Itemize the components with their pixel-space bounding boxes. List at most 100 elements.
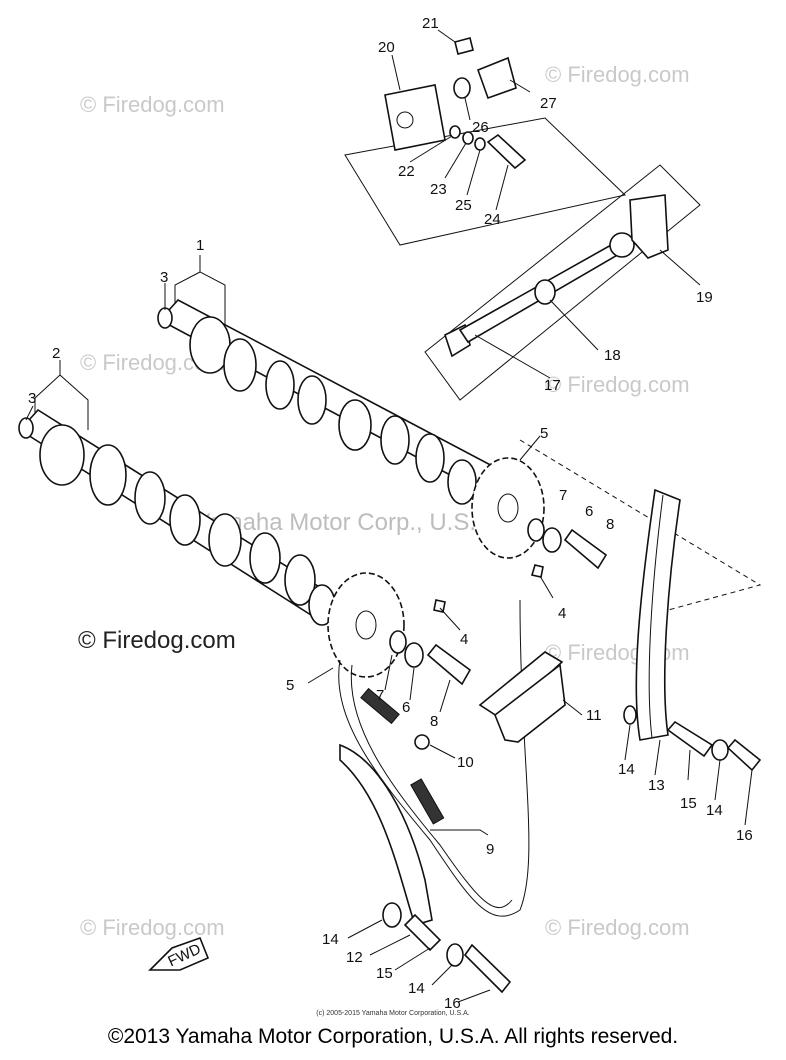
part-number: 26 xyxy=(472,119,489,136)
part-number: 14 xyxy=(706,802,723,819)
part-number: 22 xyxy=(398,163,415,180)
part-number: 13 xyxy=(648,777,665,794)
upper-camshaft-lobe xyxy=(265,360,295,410)
leader xyxy=(429,744,456,759)
lower-washer xyxy=(389,630,407,654)
chain-guide-outline xyxy=(519,439,762,616)
upper-washer xyxy=(527,518,545,542)
part-number: 7 xyxy=(559,487,567,504)
right-guide-rib xyxy=(648,494,664,739)
upper-camshaft xyxy=(157,299,502,505)
leader xyxy=(687,749,691,781)
watermark: © Firedog.com xyxy=(545,372,690,397)
leader xyxy=(624,724,631,761)
part-number: 11 xyxy=(586,707,602,724)
leader xyxy=(437,29,456,43)
right-guide-collar xyxy=(666,720,714,758)
center-chain-guide xyxy=(478,651,566,743)
leader xyxy=(714,759,721,801)
part-number: 6 xyxy=(402,699,410,716)
leader xyxy=(25,405,34,421)
center-guide-body xyxy=(494,663,566,743)
lower-camshaft-ring xyxy=(89,444,127,506)
cam-chain xyxy=(338,599,530,917)
leader xyxy=(347,919,383,939)
leader xyxy=(430,829,489,836)
housing-oring xyxy=(453,77,471,99)
housing-washer xyxy=(462,131,474,145)
watermark: © Firedog.com xyxy=(545,62,690,87)
upper-sprocket-hub xyxy=(497,493,519,523)
upper-camshaft-lobe xyxy=(223,338,257,392)
housing-bore xyxy=(396,111,414,129)
housing-cap xyxy=(476,56,517,100)
tensioner-gasket xyxy=(629,194,669,259)
leader xyxy=(539,575,554,599)
chain-joint-clip xyxy=(414,734,430,750)
part-number: 17 xyxy=(544,377,561,394)
center-guide-pad xyxy=(478,651,564,720)
bracket-1 xyxy=(199,255,226,330)
lower-sprocket-assembly xyxy=(327,572,472,686)
upper-dowel xyxy=(530,564,544,578)
part-number: 12 xyxy=(346,949,363,966)
part-number: 15 xyxy=(376,965,393,982)
leader xyxy=(394,947,431,971)
footer-copyright: ©2013 Yamaha Motor Corporation, U.S.A. A… xyxy=(107,1025,679,1048)
part-number: 8 xyxy=(430,713,438,730)
small-copyright: (c) 2005-2015 Yamaha Motor Corporation, … xyxy=(316,1010,470,1017)
part-number: 14 xyxy=(618,761,635,778)
chain-links xyxy=(360,687,400,725)
lower-sprocket xyxy=(327,572,405,678)
watermark: © Firedog.com xyxy=(80,92,225,117)
part-number: 14 xyxy=(322,931,339,948)
cam-chain-loop-inner xyxy=(350,664,513,909)
part-number: 3 xyxy=(160,269,168,286)
chain-links xyxy=(410,778,445,825)
leader xyxy=(409,667,415,701)
assembly-outlines xyxy=(344,117,762,616)
part-number: 3 xyxy=(28,390,36,407)
fwd-arrow-shape xyxy=(148,936,210,971)
lower-guide-collar xyxy=(403,913,442,952)
lower-sprocket-hub xyxy=(355,610,377,640)
part-number: 25 xyxy=(455,197,472,214)
bracket-2 xyxy=(59,360,89,430)
part-number: 4 xyxy=(558,605,566,622)
right-guide-bolt xyxy=(726,738,762,772)
leader xyxy=(562,699,583,716)
right-chain-guide xyxy=(623,488,762,772)
leader xyxy=(474,334,551,379)
upper-camshaft-lobe xyxy=(415,433,445,483)
watermark: © Firedog.com xyxy=(545,915,690,940)
part-numbers: 21 20 27 26 22 23 25 24 1 3 19 18 2 17 3… xyxy=(28,15,753,1012)
leader xyxy=(744,769,753,826)
tensioner-housing-assembly xyxy=(384,37,527,170)
upper-camshaft-journal xyxy=(338,399,372,451)
leader xyxy=(464,97,471,121)
part-number: 4 xyxy=(460,631,468,648)
part-number: 5 xyxy=(286,677,294,694)
lower-camshaft-lobe xyxy=(249,532,281,584)
leader xyxy=(509,79,531,93)
watermark: © Firedog.com xyxy=(545,640,690,665)
part-number: 16 xyxy=(444,995,461,1012)
leader xyxy=(409,135,453,163)
part-number: 23 xyxy=(430,181,447,198)
leader xyxy=(659,249,701,286)
leader xyxy=(391,54,401,91)
lower-guide-washer xyxy=(446,943,464,967)
watermark-layer: © Firedog.com © Firedog.com © Firedog.co… xyxy=(78,62,690,940)
upper-camshaft-flange xyxy=(447,459,477,505)
part-number: 7 xyxy=(376,687,384,704)
housing-washer xyxy=(474,137,486,151)
lower-guide-bolt xyxy=(463,943,512,994)
leader xyxy=(439,679,451,713)
tensioner-housing-outline xyxy=(344,117,627,246)
lower-bolt xyxy=(426,643,472,686)
right-guide-washer xyxy=(711,739,729,761)
lower-guide-blade xyxy=(339,743,433,926)
leader xyxy=(466,149,481,196)
part-number: 10 xyxy=(457,754,474,771)
